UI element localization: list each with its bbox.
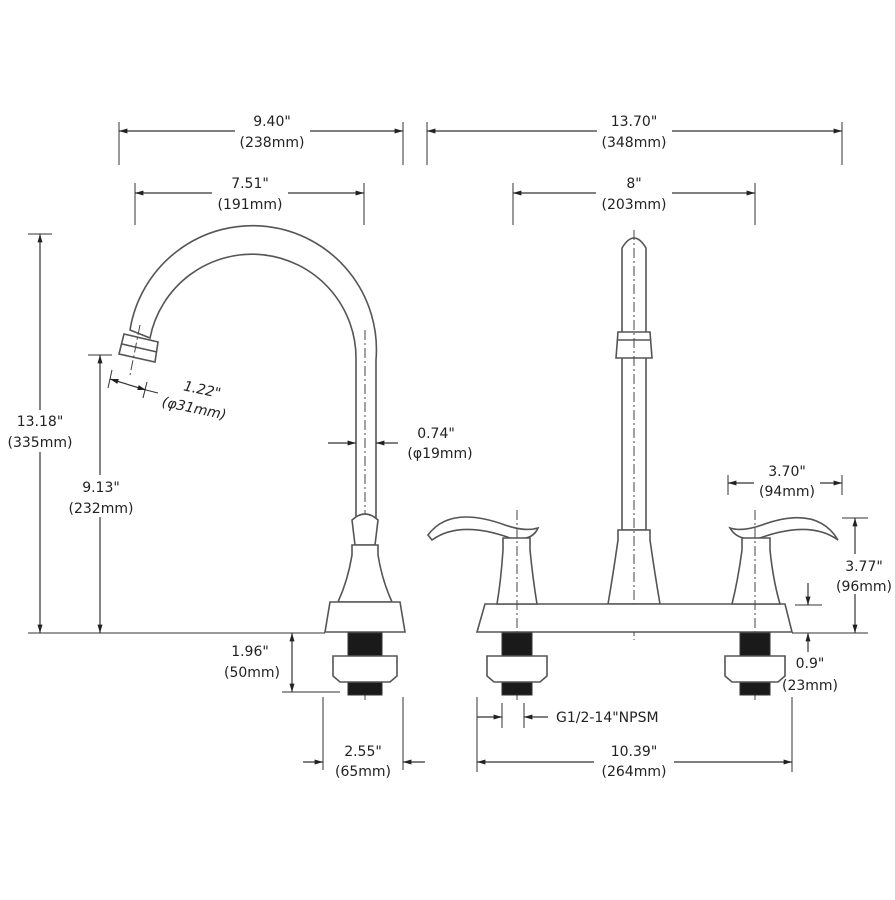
dim-label-mm: (203mm) [602,197,667,213]
dim-13-18: 13.18" (335mm) [4,233,325,634]
dim-label-mm: (232mm) [69,501,134,517]
dim-7-51: 7.51" (191mm) [134,174,365,225]
spout-hub [351,513,379,546]
left-handle [426,510,548,700]
dim-thread: G1/2-14"NPSM [477,703,659,728]
deck-plate [475,603,794,633]
dim-label-inch: 9.40" [253,114,291,130]
side-view-faucet [118,224,406,700]
dim-9-40: 9.40" (238mm) [118,112,404,165]
dim-label-inch: 8" [626,176,641,192]
dim-label-inch: 3.70" [768,464,806,480]
dim-label-mm: (191mm) [218,197,283,213]
dim-label-inch: 13.18" [17,414,64,430]
dim-label-mm: (348mm) [602,135,667,151]
dim-label-inch: 2.55" [344,744,382,760]
dim-label-inch: 0.9" [796,656,825,672]
dim-label-mm: (335mm) [8,435,73,451]
dim-9-13: 9.13" (232mm) [64,354,138,633]
side-base-plate [324,601,406,633]
dim-label-mm: (94mm) [759,484,815,500]
dim-1-96: 1.96" (50mm) [224,633,340,693]
dim-label-inch: 10.39" [611,744,658,760]
dim-label-inch: 9.13" [82,480,120,496]
side-mount-nut [332,655,398,683]
dim-1-22: 1.22" (φ31mm) [107,369,228,424]
thread-spec-label: G1/2-14"NPSM [556,710,659,726]
dim-label-mm: (φ19mm) [407,446,472,462]
dim-label-mm: (65mm) [335,764,391,780]
dim-label-inch: 13.70" [611,114,658,130]
dim-label-inch: 1.22" [182,378,222,401]
dim-label-mm: (264mm) [602,764,667,780]
dim-0-74: 0.74" (φ19mm) [328,426,473,462]
dim-3-70: 3.70" (94mm) [727,462,843,500]
dim-13-70: 13.70" (348mm) [426,112,843,165]
dim-label-inch: 3.77" [845,559,883,575]
right-handle [724,510,839,700]
dim-8: 8" (203mm) [512,174,756,225]
dim-10-39: 10.39" (264mm) [476,697,793,780]
dim-label-inch: 7.51" [231,176,269,192]
dim-label-mm: (50mm) [224,665,280,681]
gooseneck-spout [129,224,378,523]
dim-label-mm: (96mm) [836,579,892,595]
dim-2-55: 2.55" (65mm) [303,697,425,780]
front-view-faucet [426,230,839,700]
dim-label-mm: (238mm) [240,135,305,151]
spout-body [336,544,394,603]
dim-label-inch: 0.74" [417,426,455,442]
dim-3-77: 3.77" (96mm) [792,517,895,634]
dim-label-mm: (23mm) [782,678,838,694]
dim-label-inch: 1.96" [231,644,269,660]
dim-0-9: 0.9" (23mm) [782,583,838,694]
